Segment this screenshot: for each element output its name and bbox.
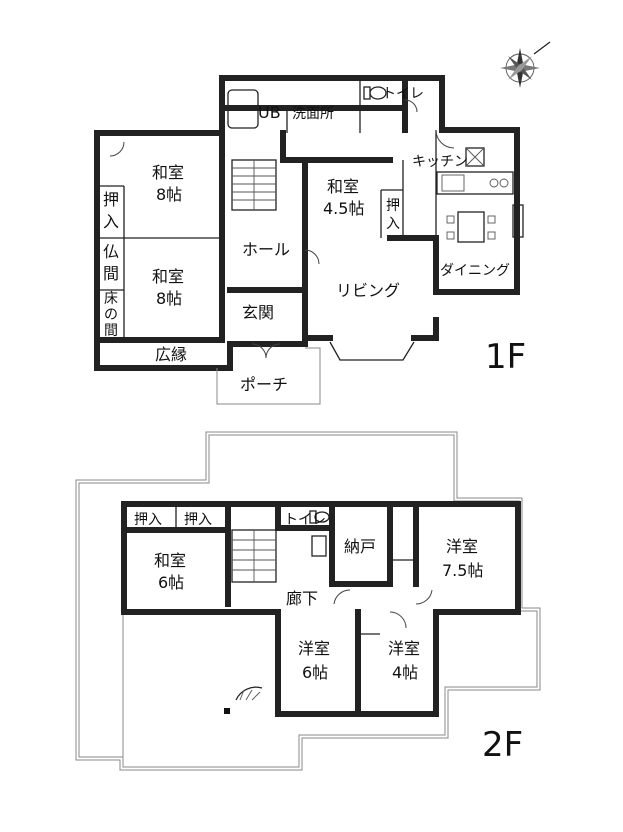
butsuma-1: 仏: [103, 242, 119, 261]
tokonoma-2: の: [104, 307, 118, 323]
staircase: [231, 159, 277, 211]
closet-left-2: 入: [103, 212, 119, 231]
room-washitsu-45-size: 4.5帖: [323, 199, 364, 218]
second-floor: 押入 押入 トイレ 和室 6帖 納戸 洋室 7.5帖 廊下 洋室 6帖 洋室 4…: [75, 431, 541, 771]
room-washitsu-8b-name: 和室: [152, 267, 184, 286]
closet-b-2f: 押入: [184, 512, 212, 528]
room-entrance: 玄関: [242, 303, 274, 322]
compass-rose-icon: [500, 41, 551, 88]
room-nando: 納戸: [344, 537, 376, 556]
staircase-2f: [231, 529, 277, 583]
spiral-stair: [224, 686, 263, 714]
floor-label-1f: 1F: [485, 337, 526, 377]
room-washitsu-8a-size: 8帖: [156, 185, 182, 204]
room-hall: ホール: [242, 240, 290, 259]
room-ub: UB: [258, 103, 281, 122]
toilet-fixture: [363, 86, 387, 100]
room-yoshitsu-75-name: 洋室: [446, 537, 478, 556]
floor-label-2f: 2F: [482, 725, 523, 765]
room-toilet-1f: トイレ: [382, 86, 424, 102]
kitchen-counter: [436, 147, 514, 195]
room-washitsu-2f-size: 6帖: [158, 573, 184, 592]
dining-table: [446, 204, 524, 243]
room-living: リビング: [336, 281, 400, 300]
room-dining: ダイニング: [440, 263, 510, 279]
tokonoma-3: 間: [104, 323, 118, 339]
room-yoshitsu-4-size: 4帖: [392, 663, 418, 682]
room-yoshitsu-75-size: 7.5帖: [442, 561, 483, 580]
room-corridor: 廊下: [286, 589, 318, 608]
room-washitsu-8b-size: 8帖: [156, 289, 182, 308]
closet-left-1: 押: [103, 190, 119, 209]
room-washitsu-45-name: 和室: [327, 177, 359, 196]
closet-a-2f: 押入: [134, 512, 162, 528]
room-yoshitsu-6-size: 6帖: [302, 663, 328, 682]
first-floor: UB 洗面所 トイレ 和室 8帖 和室 8帖 和室 4.5帖 押 入 仏 間 床…: [94, 75, 526, 405]
room-washroom: 洗面所: [292, 106, 334, 122]
room-hiroen: 広縁: [155, 345, 187, 364]
tokonoma-1: 床: [104, 291, 118, 307]
room-toilet-2f: トイレ: [284, 512, 326, 528]
room-yoshitsu-4-name: 洋室: [388, 639, 420, 658]
closet-mid-1: 押: [386, 198, 400, 214]
room-kitchen: キッチン: [412, 154, 468, 170]
bathtub: [227, 89, 259, 129]
toilet-fixture-2f: [309, 510, 330, 557]
room-porch: ポーチ: [240, 375, 288, 394]
room-washitsu-2f-name: 和室: [154, 551, 186, 570]
butsuma-2: 間: [103, 264, 119, 283]
room-yoshitsu-6-name: 洋室: [298, 639, 330, 658]
closet-mid-2: 入: [386, 216, 400, 232]
room-washitsu-8a-name: 和室: [152, 163, 184, 182]
